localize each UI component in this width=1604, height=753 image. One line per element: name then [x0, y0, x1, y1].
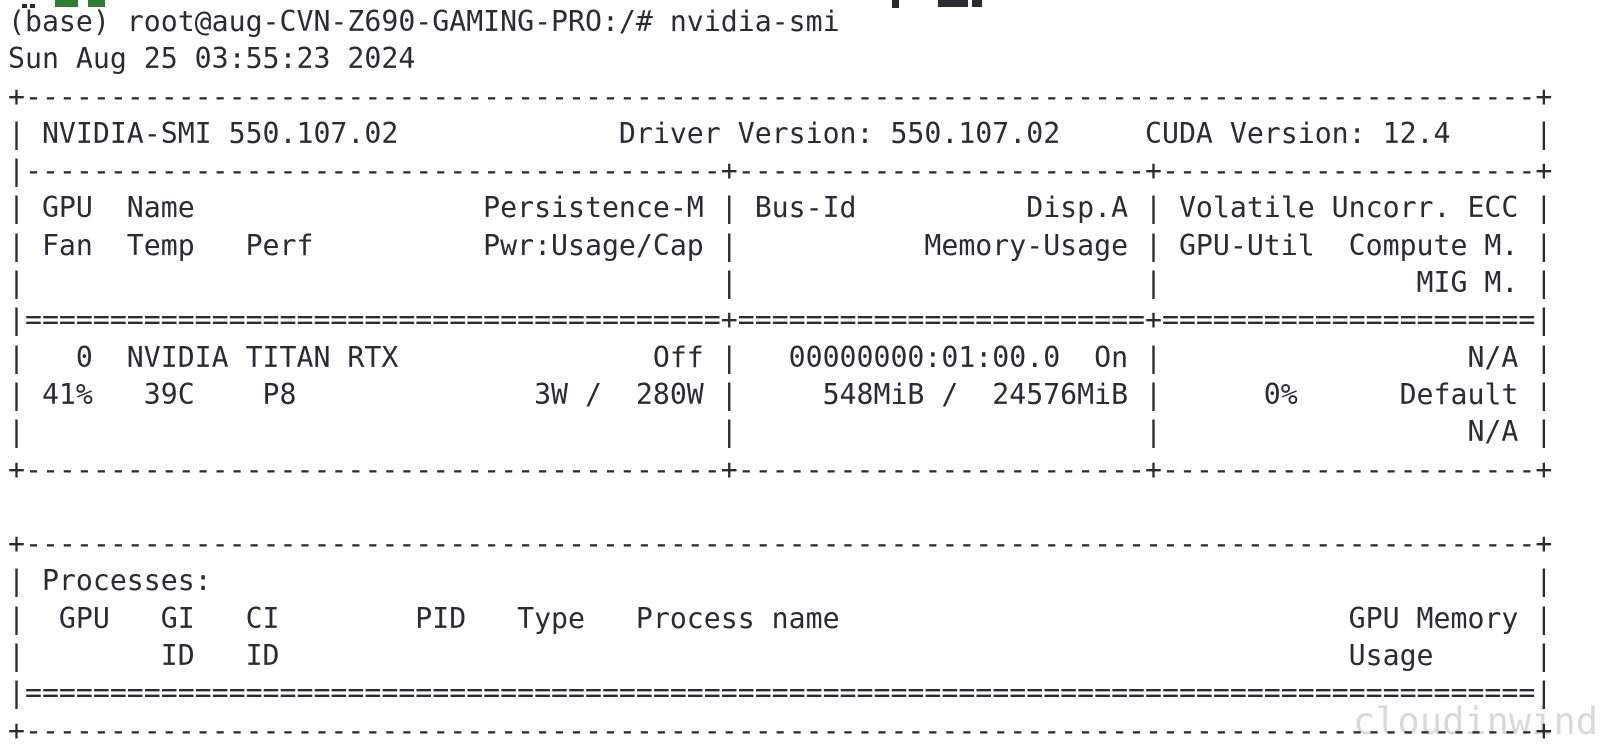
truncated-prompt-fragment — [972, 0, 982, 7]
watermark: cloudinwind — [1353, 700, 1599, 743]
truncated-prompt-fragment — [892, 0, 899, 8]
truncated-prompt-fragment — [55, 0, 78, 7]
truncated-prompt-fragment — [938, 0, 968, 7]
terminal-output: (base) root@aug-CVN-Z690-GAMING-PRO:/# n… — [8, 5, 1553, 747]
truncated-prompt-fragment — [22, 4, 27, 8]
truncated-prompt-fragment — [88, 0, 105, 7]
truncated-prompt-fragment — [30, 4, 35, 8]
